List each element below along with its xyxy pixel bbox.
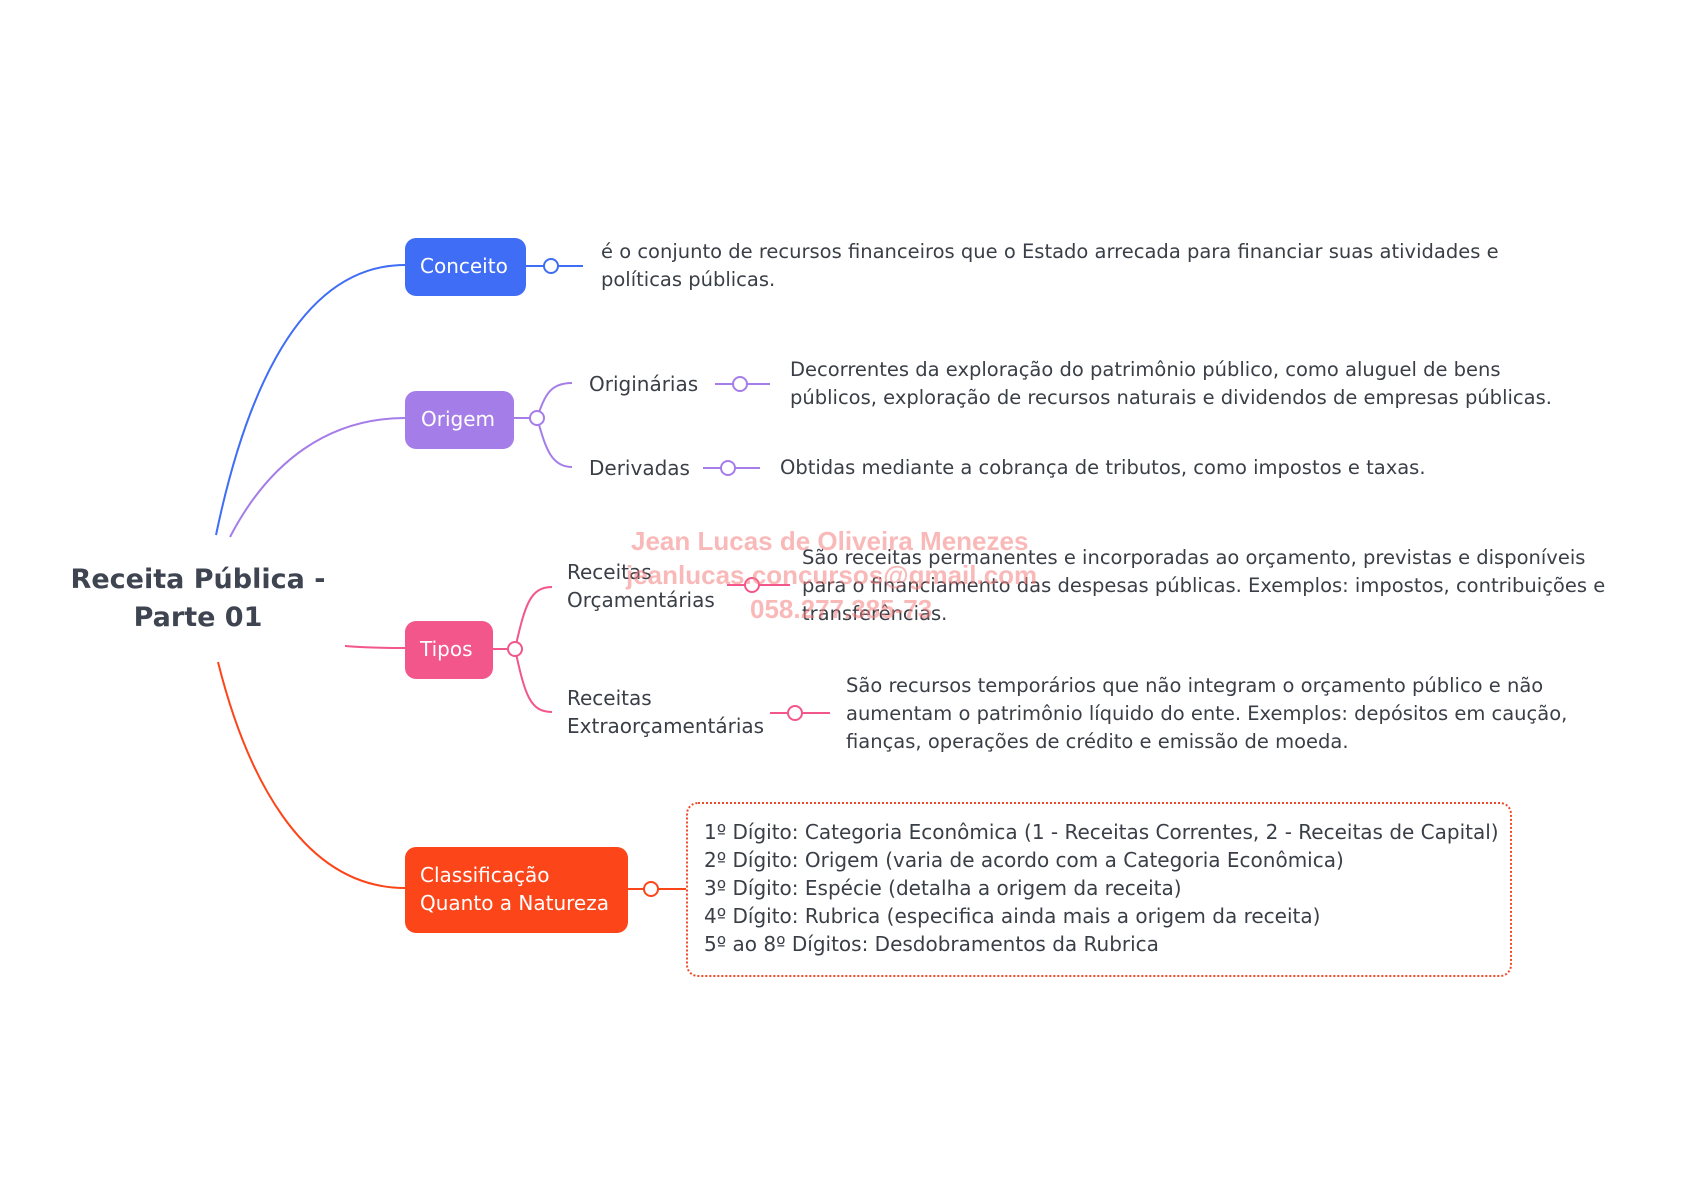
- branch-classificacao-label-line-2: Quanto a Natureza: [420, 891, 609, 915]
- digit-line-4: 4º Dígito: Rubrica (especifica ainda mai…: [704, 904, 1321, 928]
- branch-classificacao[interactable]: Classificação Quanto a Natureza: [405, 847, 628, 933]
- extraorcamentarias-node-dot[interactable]: [787, 705, 803, 721]
- extraorcamentarias-text-line-3: fianças, operações de crédito e emissão …: [846, 730, 1349, 753]
- digit-line-5: 5º ao 8º Dígitos: Desdobramentos da Rubr…: [704, 932, 1159, 956]
- subtopic-originarias[interactable]: Originárias: [589, 370, 698, 398]
- origem-node-dot[interactable]: [529, 410, 545, 426]
- conceito-text-line-1: é o conjunto de recursos financeiros que…: [601, 240, 1499, 263]
- watermark-name: Jean Lucas de Oliveira Menezes: [631, 526, 1029, 556]
- originarias-node-dot[interactable]: [732, 376, 748, 392]
- conceito-node-dot[interactable]: [543, 258, 559, 274]
- subtopic-receitas-extraorcamentarias-line-1: Receitas: [567, 686, 652, 710]
- subtopic-derivadas-label: Derivadas: [589, 456, 690, 480]
- link-tipos-orcamentarias: [514, 586, 553, 650]
- watermark-id: 058.277.385-73: [750, 594, 933, 624]
- conceito-description: é o conjunto de recursos financeiros que…: [601, 238, 1499, 294]
- root-topic[interactable]: Receita Pública - Parte 01: [53, 561, 343, 637]
- originarias-description: Decorrentes da exploração do patrimônio …: [790, 356, 1552, 412]
- branch-tipos-label: Tipos: [420, 637, 473, 661]
- orcamentarias-text-line-1: São receitas permanentes e incorporadas …: [802, 546, 1586, 569]
- extraorcamentarias-description: São recursos temporários que não integra…: [846, 672, 1567, 756]
- orcamentarias-node-dot[interactable]: [744, 577, 760, 593]
- subtopic-receitas-orcamentarias-line-2: Orçamentárias: [567, 588, 715, 612]
- digit-line-2: 2º Dígito: Origem (varia de acordo com a…: [704, 848, 1344, 872]
- originarias-text-line-1: Decorrentes da exploração do patrimônio …: [790, 358, 1501, 381]
- orcamentarias-text-line-2: para o financiamento das despesas públic…: [802, 574, 1606, 597]
- derivadas-node-dot[interactable]: [720, 460, 736, 476]
- link-root-tipos: [344, 645, 406, 649]
- extraorcamentarias-text-line-1: São recursos temporários que não integra…: [846, 674, 1544, 697]
- branch-conceito[interactable]: Conceito: [405, 238, 526, 296]
- digit-line-3: 3º Dígito: Espécie (detalha a origem da …: [704, 876, 1182, 900]
- subtopic-receitas-extraorcamentarias[interactable]: Receitas Extraorçamentárias: [567, 684, 764, 740]
- subtopic-receitas-orcamentarias[interactable]: Receitas Orçamentárias: [567, 558, 715, 614]
- link-root-origem: [229, 417, 406, 538]
- root-title-line-1: Receita Pública -: [70, 564, 326, 595]
- classificacao-node-dot[interactable]: [643, 881, 659, 897]
- link-root-classificacao: [217, 661, 406, 889]
- digit-line-1: 1º Dígito: Categoria Econômica (1 - Rece…: [704, 820, 1499, 844]
- orcamentarias-text-line-3: transferências.: [802, 602, 948, 625]
- subtopic-originarias-label: Originárias: [589, 372, 699, 396]
- watermark-email: jeanlucas.concursos@gmail.com: [626, 560, 1038, 590]
- link-origem-derivadas: [536, 417, 573, 468]
- subtopic-derivadas[interactable]: Derivadas: [589, 454, 690, 482]
- branch-conceito-label: Conceito: [420, 254, 508, 278]
- conceito-text-line-2: políticas públicas.: [601, 268, 776, 291]
- subtopic-receitas-orcamentarias-line-1: Receitas: [567, 560, 652, 584]
- classificacao-digits-box: 1º Dígito: Categoria Econômica (1 - Rece…: [686, 802, 1512, 977]
- link-root-conceito: [215, 264, 406, 536]
- orcamentarias-description: São receitas permanentes e incorporadas …: [802, 544, 1605, 628]
- originarias-text-line-2: públicos, exploração de recursos naturai…: [790, 386, 1552, 409]
- tipos-node-dot[interactable]: [507, 641, 523, 657]
- subtopic-receitas-extraorcamentarias-line-2: Extraorçamentárias: [567, 714, 765, 738]
- branch-origem-label: Origem: [421, 407, 496, 431]
- extraorcamentarias-text-line-2: aumentam o patrimônio líquido do ente. E…: [846, 702, 1568, 725]
- derivadas-description: Obtidas mediante a cobrança de tributos,…: [780, 454, 1426, 482]
- branch-tipos[interactable]: Tipos: [405, 621, 493, 679]
- branch-classificacao-label-line-1: Classificação: [420, 863, 550, 887]
- branch-origem[interactable]: Origem: [405, 391, 514, 449]
- derivadas-text-line-1: Obtidas mediante a cobrança de tributos,…: [780, 456, 1426, 479]
- link-tipos-extraorcamentarias: [514, 648, 553, 713]
- root-title-line-2: Parte 01: [133, 602, 263, 633]
